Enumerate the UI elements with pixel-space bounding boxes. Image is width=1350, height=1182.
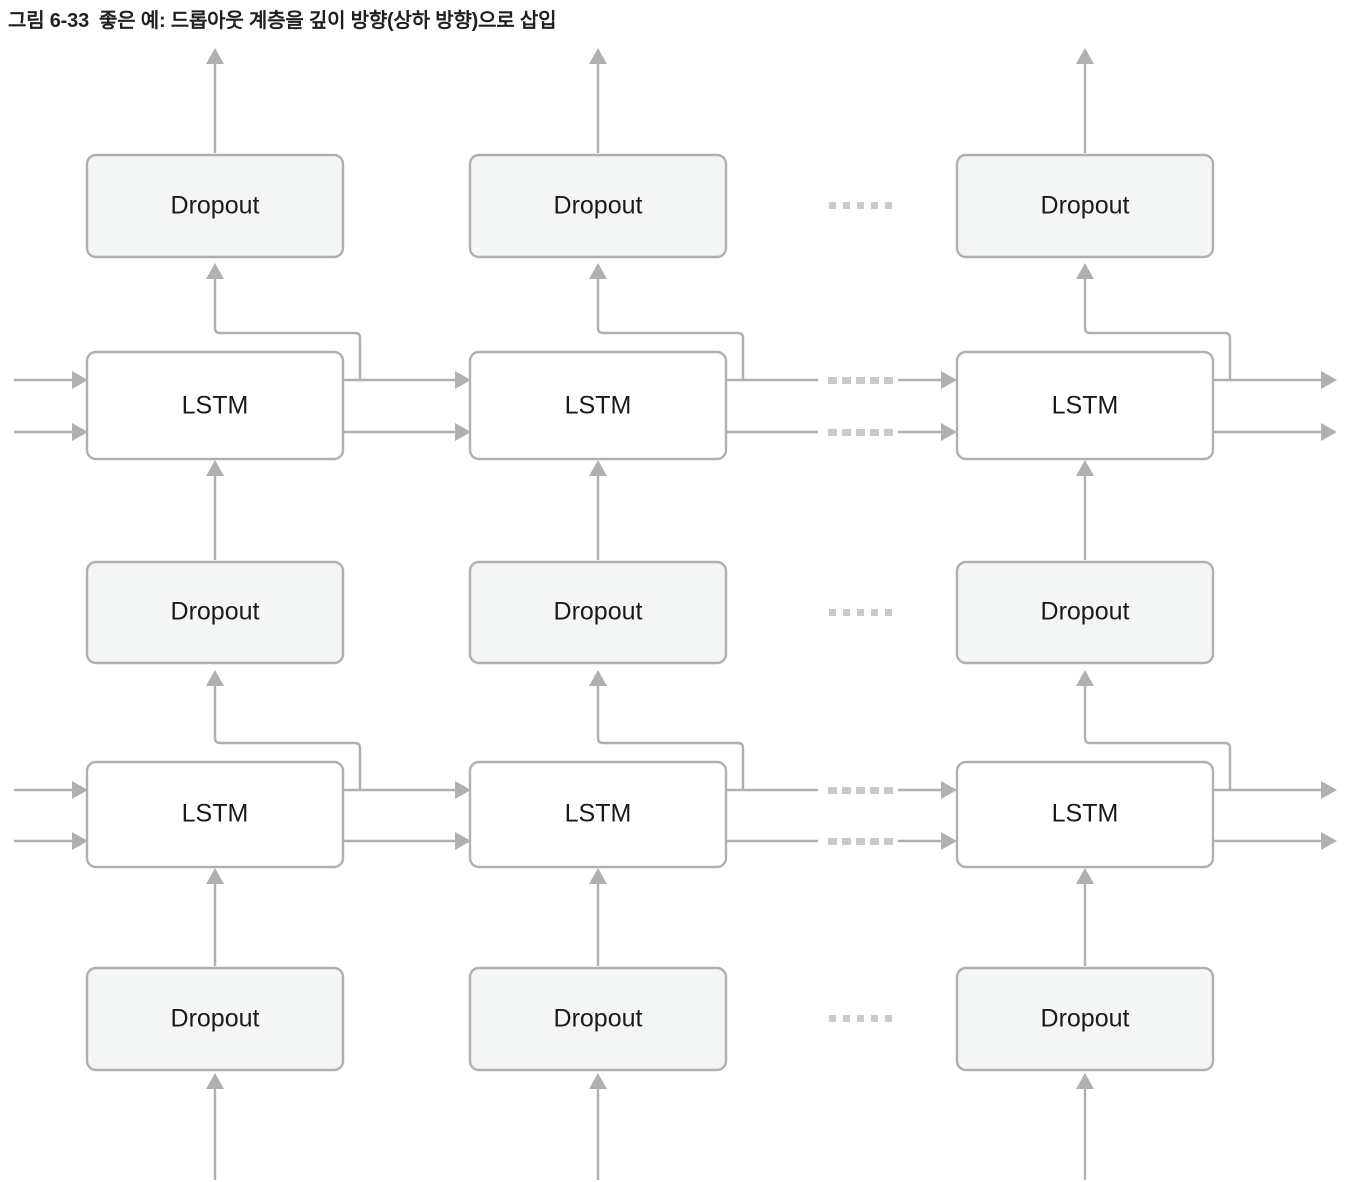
branch-lower-col2 xyxy=(589,670,745,790)
ellipsis-lstm-lower-line2 xyxy=(828,838,893,845)
node-label: LSTM xyxy=(182,800,249,828)
bottom-input-arrows xyxy=(206,1073,1094,1180)
connector-layer xyxy=(14,48,1337,1180)
node-lstm-upper-t2[interactable]: LSTM xyxy=(468,350,728,461)
ellipsis-lstm-upper-line2 xyxy=(828,429,893,436)
upper-lstm-wires xyxy=(14,371,1337,441)
node-dropout-middle-t2[interactable]: Dropout xyxy=(468,560,728,665)
node-label: Dropout xyxy=(171,192,260,220)
node-label: Dropout xyxy=(1041,192,1130,220)
branch-upper-col1 xyxy=(206,263,362,380)
node-label: Dropout xyxy=(554,598,643,626)
node-lstm-lower-tn[interactable]: LSTM xyxy=(955,760,1215,869)
lower-lstm-wires xyxy=(14,781,1337,850)
node-lstm-upper-t1[interactable]: LSTM xyxy=(85,350,345,461)
node-label: LSTM xyxy=(182,392,249,420)
figure-caption-text: 좋은 예: 드롭아웃 계층을 깊이 방향(상하 방향)으로 삽입 xyxy=(99,10,557,32)
ellipsis-lstm-upper-line1 xyxy=(828,377,893,384)
node-label: LSTM xyxy=(565,392,632,420)
ellipsis-dropout-top xyxy=(829,202,892,209)
node-lstm-lower-t1[interactable]: LSTM xyxy=(85,760,345,869)
branch-upper-col2 xyxy=(589,263,745,380)
middle-dropout-to-upper-lstm xyxy=(206,460,1094,560)
top-output-arrows xyxy=(206,48,1094,153)
node-dropout-top-t2[interactable]: Dropout xyxy=(468,153,728,259)
node-dropout-middle-tn[interactable]: Dropout xyxy=(955,560,1215,665)
node-dropout-middle-t1[interactable]: Dropout xyxy=(85,560,345,665)
ellipsis-dropout-bottom xyxy=(829,1015,892,1022)
figure-caption: 그림 6-33 좋은 예: 드롭아웃 계층을 깊이 방향(상하 방향)으로 삽입 xyxy=(8,4,556,33)
ellipsis-lstm-lower-line1 xyxy=(828,787,893,794)
ellipsis-dropout-middle xyxy=(829,609,892,616)
node-label: LSTM xyxy=(1052,800,1119,828)
node-dropout-bottom-tn[interactable]: Dropout xyxy=(955,966,1215,1072)
ellipsis-layer xyxy=(828,202,893,1022)
node-dropout-bottom-t1[interactable]: Dropout xyxy=(85,966,345,1072)
node-label: Dropout xyxy=(554,192,643,220)
node-label: Dropout xyxy=(1041,1005,1130,1033)
node-dropout-top-t1[interactable]: Dropout xyxy=(85,153,345,259)
node-label: Dropout xyxy=(171,1005,260,1033)
node-dropout-bottom-t2[interactable]: Dropout xyxy=(468,966,728,1072)
node-dropout-top-tn[interactable]: Dropout xyxy=(955,153,1215,259)
node-lstm-lower-t2[interactable]: LSTM xyxy=(468,760,728,869)
node-label: LSTM xyxy=(1052,392,1119,420)
figure-number: 그림 6-33 xyxy=(8,10,89,32)
branch-lower-col3 xyxy=(1076,670,1232,790)
node-label: Dropout xyxy=(171,598,260,626)
node-label: Dropout xyxy=(1041,598,1130,626)
branch-upper-col3 xyxy=(1076,263,1232,380)
bottom-dropout-to-lower-lstm xyxy=(206,868,1094,966)
node-lstm-upper-tn[interactable]: LSTM xyxy=(955,350,1215,461)
node-label: LSTM xyxy=(565,800,632,828)
node-label: Dropout xyxy=(554,1005,643,1033)
node-layer: Dropout Dropout Dropout LSTM LSTM LST xyxy=(85,153,1215,1072)
branch-lower-col1 xyxy=(206,670,362,790)
